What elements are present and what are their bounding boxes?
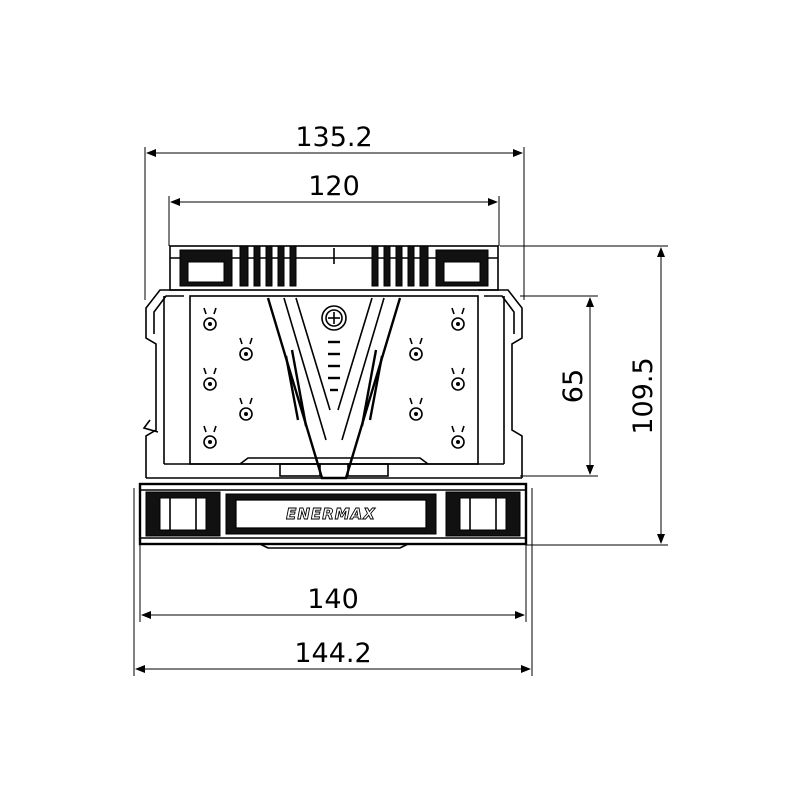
base-transition — [146, 457, 522, 479]
center-cover — [266, 297, 402, 480]
rivet-icon — [451, 425, 465, 449]
vent-slots — [284, 349, 384, 427]
dimension-label-109-5: 109.5 — [628, 357, 659, 434]
dimension-bottom-fan: 140 — [139, 540, 527, 622]
cpu-cooler-outline: ENERMAX — [138, 245, 528, 549]
dimension-right-overall: 109.5 — [500, 245, 668, 546]
heatsink-body — [163, 295, 505, 480]
rivet-icon — [239, 397, 253, 421]
left-bracket — [145, 289, 190, 478]
rivet-icon — [203, 307, 217, 331]
dimension-label-65: 65 — [558, 369, 589, 403]
dimension-label-140: 140 — [307, 584, 359, 615]
top-fan-frame — [169, 245, 499, 291]
top-fan-fins-right — [371, 245, 429, 287]
rivet-icon — [409, 337, 423, 361]
dimension-top-overall: 135.2 — [144, 122, 525, 300]
bottom-fan-housing — [138, 482, 528, 546]
screw-icon — [321, 305, 347, 331]
dimension-right-inner: 65 — [520, 295, 598, 477]
rivet-icon — [451, 307, 465, 331]
bottom-fan-frame: ENERMAX — [138, 482, 528, 549]
dimension-top-fan: 120 — [168, 171, 500, 246]
top-fan-housing — [169, 245, 499, 291]
enermax-logo: ENERMAX — [286, 505, 376, 523]
top-fan-fins-left — [239, 245, 297, 287]
dimension-label-135-2: 135.2 — [295, 122, 372, 153]
side-brackets — [142, 289, 523, 478]
dimension-label-120: 120 — [308, 171, 360, 202]
rivet-icon — [451, 367, 465, 391]
right-bracket — [478, 289, 523, 478]
rivet-icon — [239, 337, 253, 361]
rivet-pattern — [203, 307, 465, 449]
rivet-icon — [203, 425, 217, 449]
dimension-label-144-2: 144.2 — [294, 638, 371, 669]
rivet-icon — [409, 397, 423, 421]
rivet-icon — [203, 367, 217, 391]
center-indicator-bars — [328, 340, 340, 392]
dimension-bottom-overall: 144.2 — [133, 488, 533, 676]
